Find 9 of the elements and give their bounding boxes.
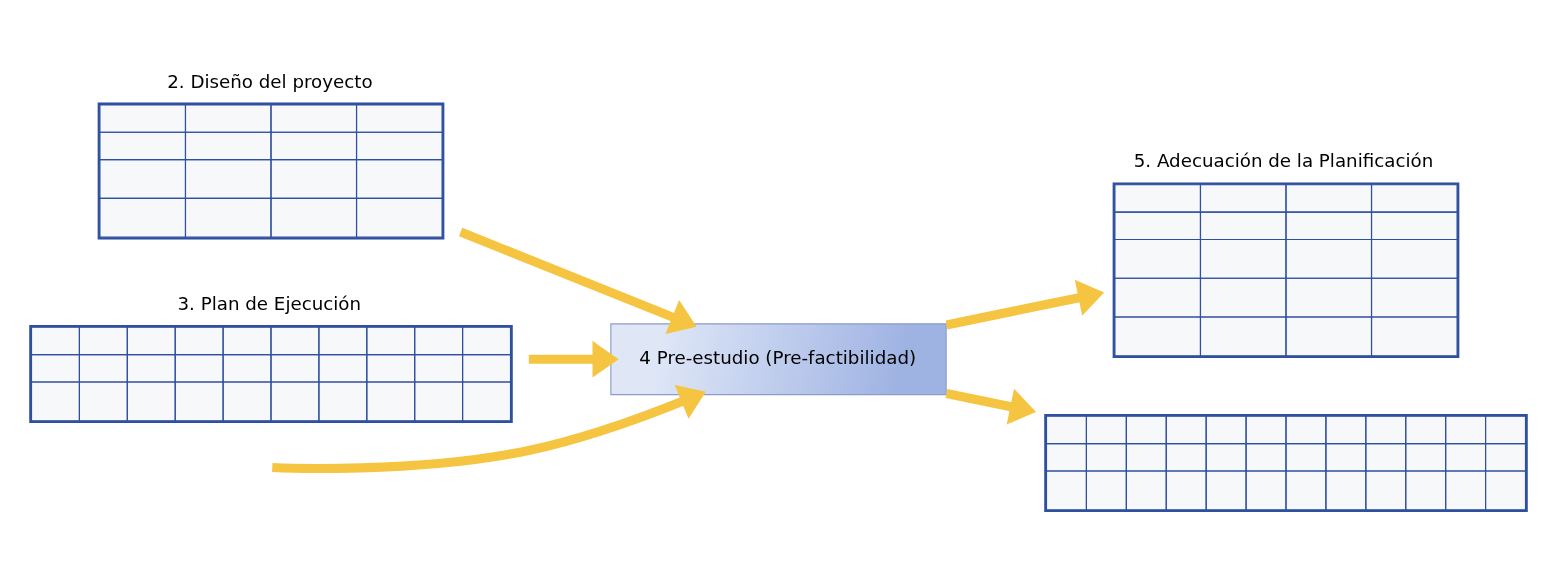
node-label: 3. Plan de Ejecución	[177, 292, 362, 314]
arrow	[945, 279, 1105, 329]
node-label: 2. Diseño del proyecto	[167, 70, 373, 92]
arrow	[945, 388, 1037, 425]
arrow	[272, 384, 706, 473]
node-label: 5. Adecuación de la Planificación	[1133, 149, 1434, 171]
arrow	[458, 227, 697, 334]
node-box: 4 Pre-estudio (Pre-factibilidad)	[610, 322, 947, 395]
arrow	[528, 340, 619, 378]
